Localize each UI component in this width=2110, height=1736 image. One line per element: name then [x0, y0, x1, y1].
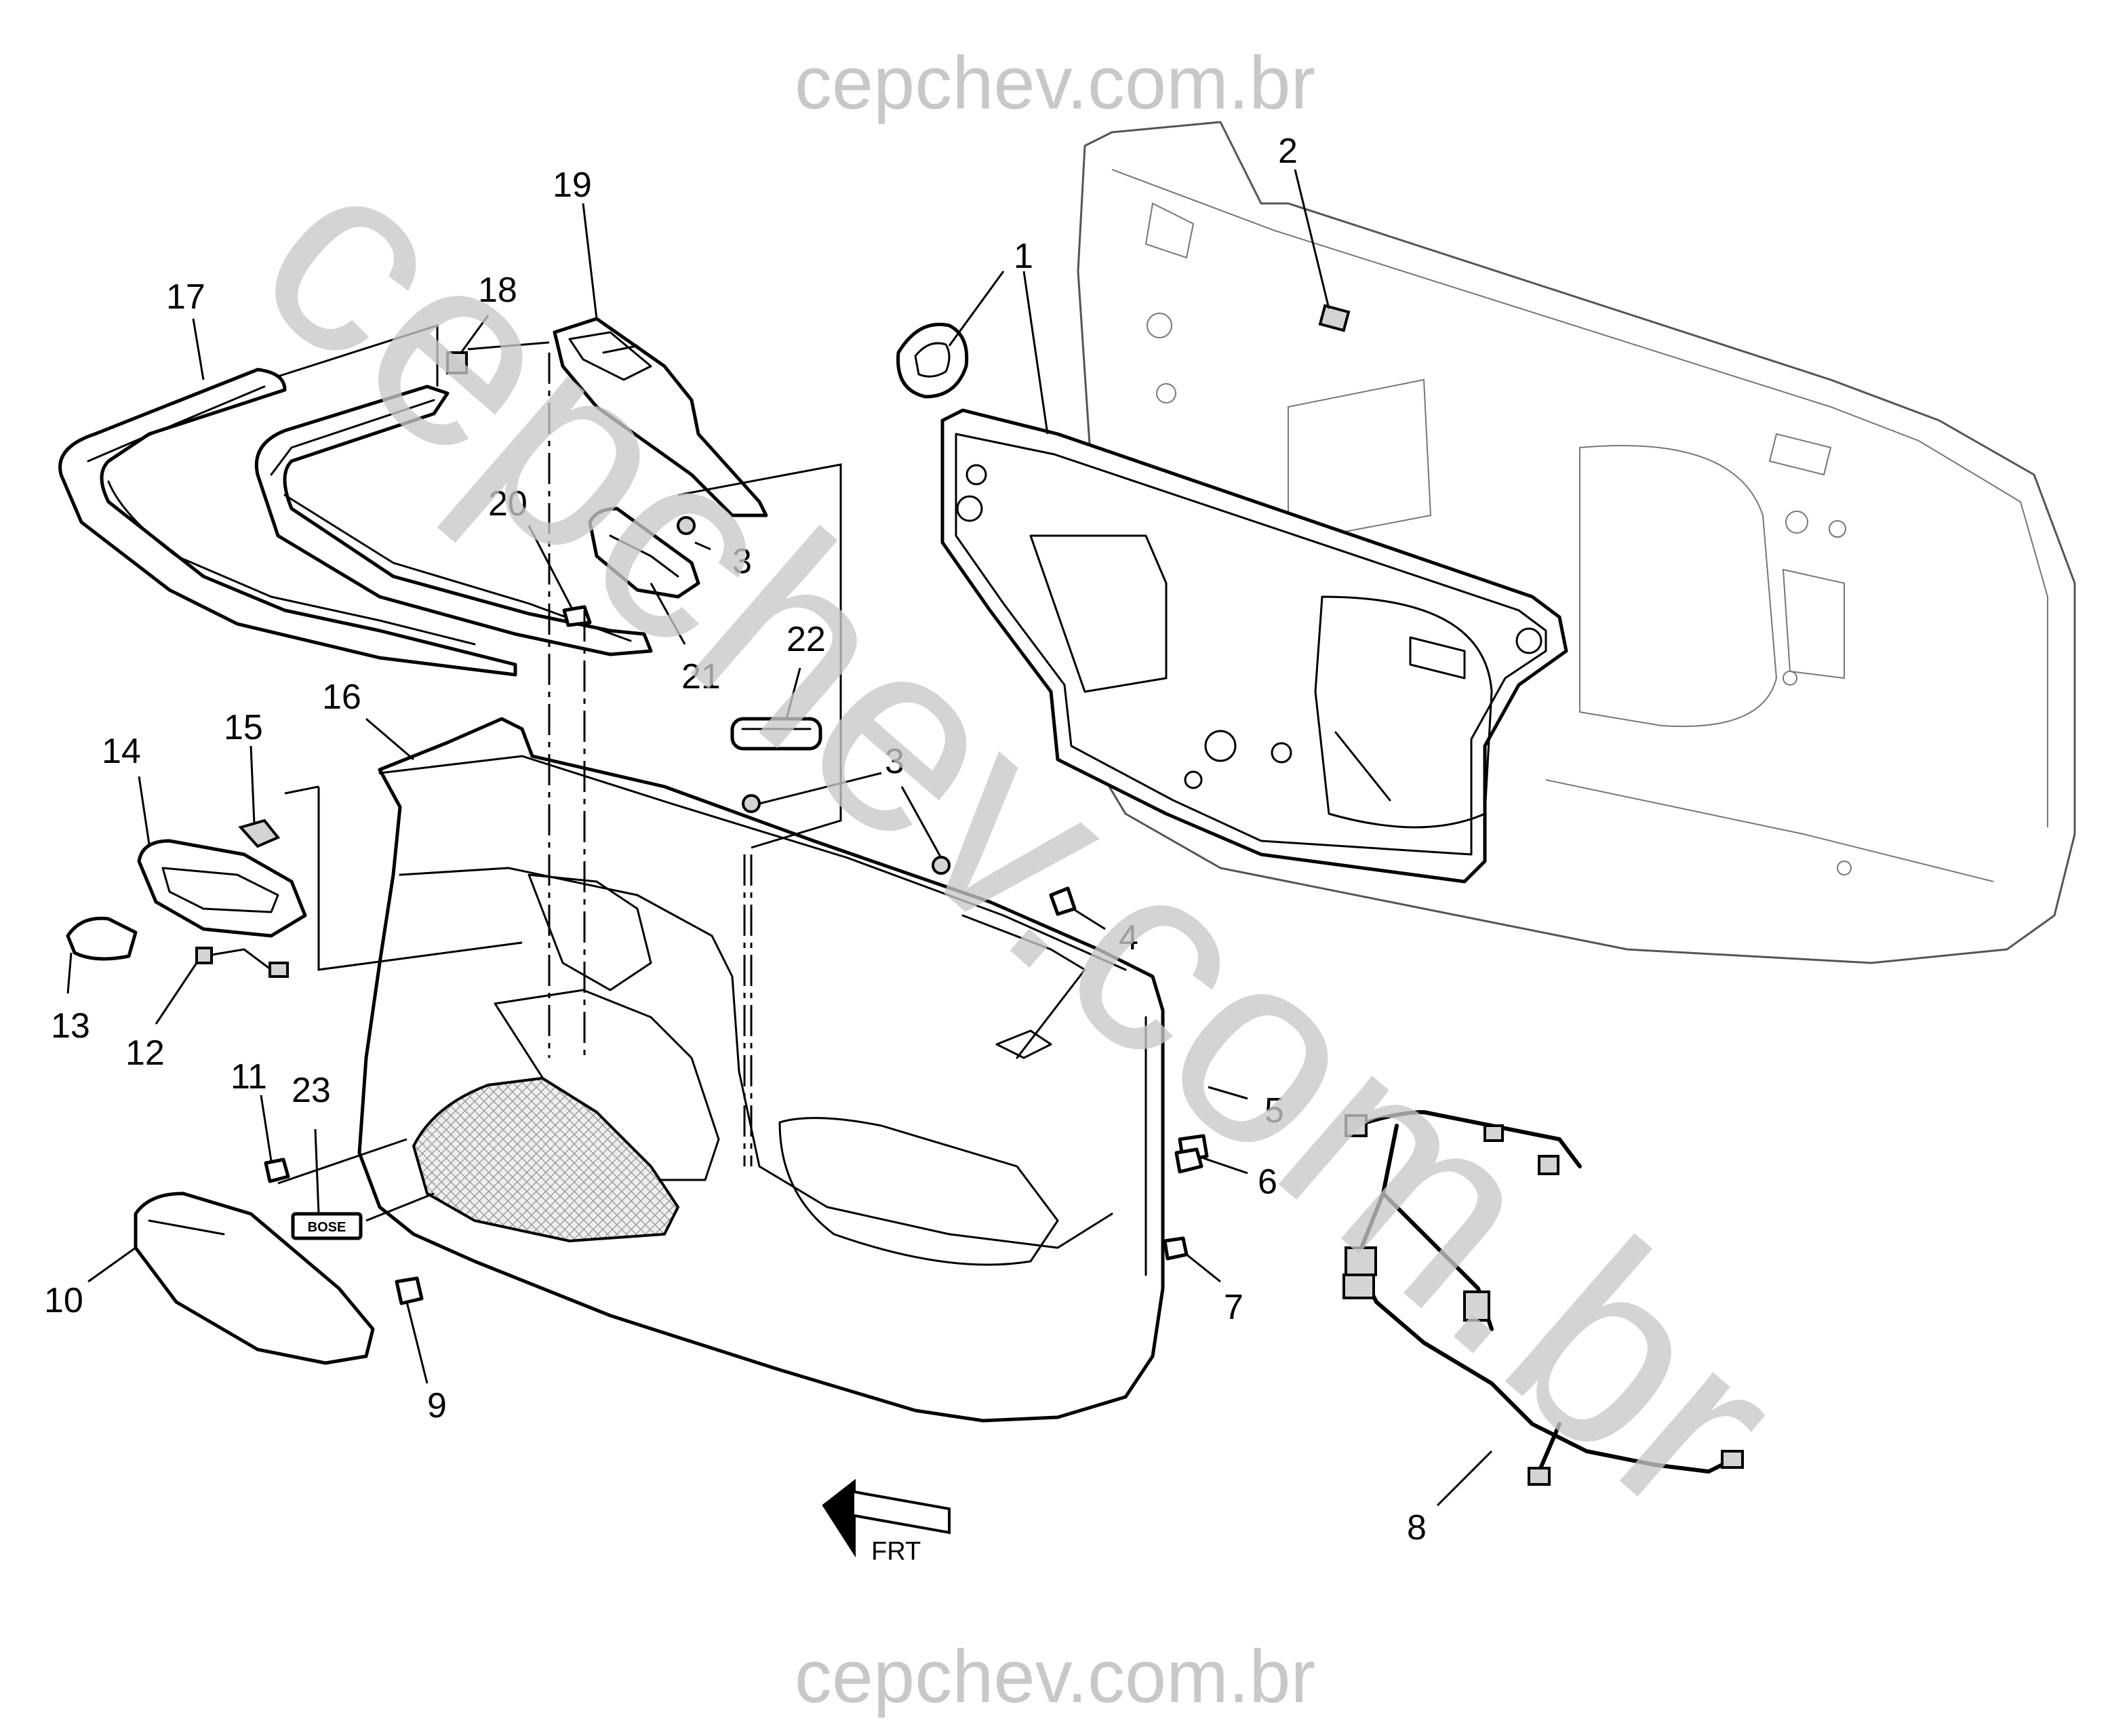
front-direction-arrow: FRT — [822, 1478, 951, 1566]
watermark-bottom: cepchev.com.br — [795, 1635, 1315, 1718]
speaker-badge: BOSE — [291, 1212, 363, 1240]
callout-9: 9 — [427, 1386, 447, 1425]
water-deflector-panel — [940, 408, 1568, 884]
inside-handle-bezel — [137, 839, 307, 938]
callout-18: 18 — [478, 271, 517, 310]
callout-16: 16 — [322, 677, 361, 717]
window-switch-bezel — [553, 317, 768, 517]
watermark-top: cepchev.com.br — [795, 41, 1315, 125]
callout-10: 10 — [44, 1281, 83, 1320]
lock-button-15 — [238, 818, 281, 848]
callout-8: 8 — [1407, 1508, 1427, 1547]
frame-clip-part — [1318, 304, 1351, 332]
callout-numbers: 1 2 3 3 4 5 6 7 8 9 10 11 12 13 14 15 16… — [44, 132, 1427, 1547]
armrest-pad — [134, 1191, 375, 1365]
callout-19: 19 — [553, 165, 592, 205]
callout-12: 12 — [125, 1033, 165, 1073]
callout-3: 3 — [885, 742, 904, 781]
handle-cap-13 — [66, 916, 138, 961]
reference-lines — [277, 323, 842, 1222]
callout-14: 14 — [102, 732, 141, 771]
callout-leaders — [66, 169, 1493, 1507]
callout-13: 13 — [51, 1006, 90, 1046]
callout-2: 2 — [1278, 132, 1298, 171]
handle-cable-12 — [195, 947, 289, 978]
callout-4: 4 — [1119, 918, 1138, 958]
callout-7: 7 — [1224, 1288, 1243, 1327]
callout-21: 21 — [681, 657, 721, 696]
courtesy-lamp — [730, 717, 822, 751]
clip-9 — [395, 1276, 424, 1305]
callout-23: 23 — [292, 1071, 331, 1110]
clip-11 — [264, 1158, 290, 1183]
door-trim-panel — [357, 717, 1165, 1423]
upper-trim-molding — [58, 368, 517, 677]
screw-fastener — [677, 516, 951, 875]
callout-17: 17 — [166, 277, 205, 317]
door-wiring-harness — [1342, 1110, 1744, 1486]
callout-11: 11 — [231, 1057, 267, 1097]
callout-20: 20 — [488, 484, 528, 524]
callout-3: 3 — [732, 542, 752, 581]
alignment-lines — [548, 353, 753, 1166]
callout-22: 22 — [787, 620, 826, 659]
callout-6: 6 — [1258, 1162, 1277, 1202]
access-hole-plug — [896, 322, 969, 399]
molding-clip-18 — [446, 351, 468, 374]
window-switch — [588, 507, 700, 599]
callout-1: 1 — [1014, 237, 1033, 276]
callout-5: 5 — [1265, 1091, 1284, 1130]
badge-text: BOSE — [308, 1220, 346, 1235]
callout-15: 15 — [224, 708, 263, 747]
front-arrow-text: FRT — [871, 1537, 921, 1566]
